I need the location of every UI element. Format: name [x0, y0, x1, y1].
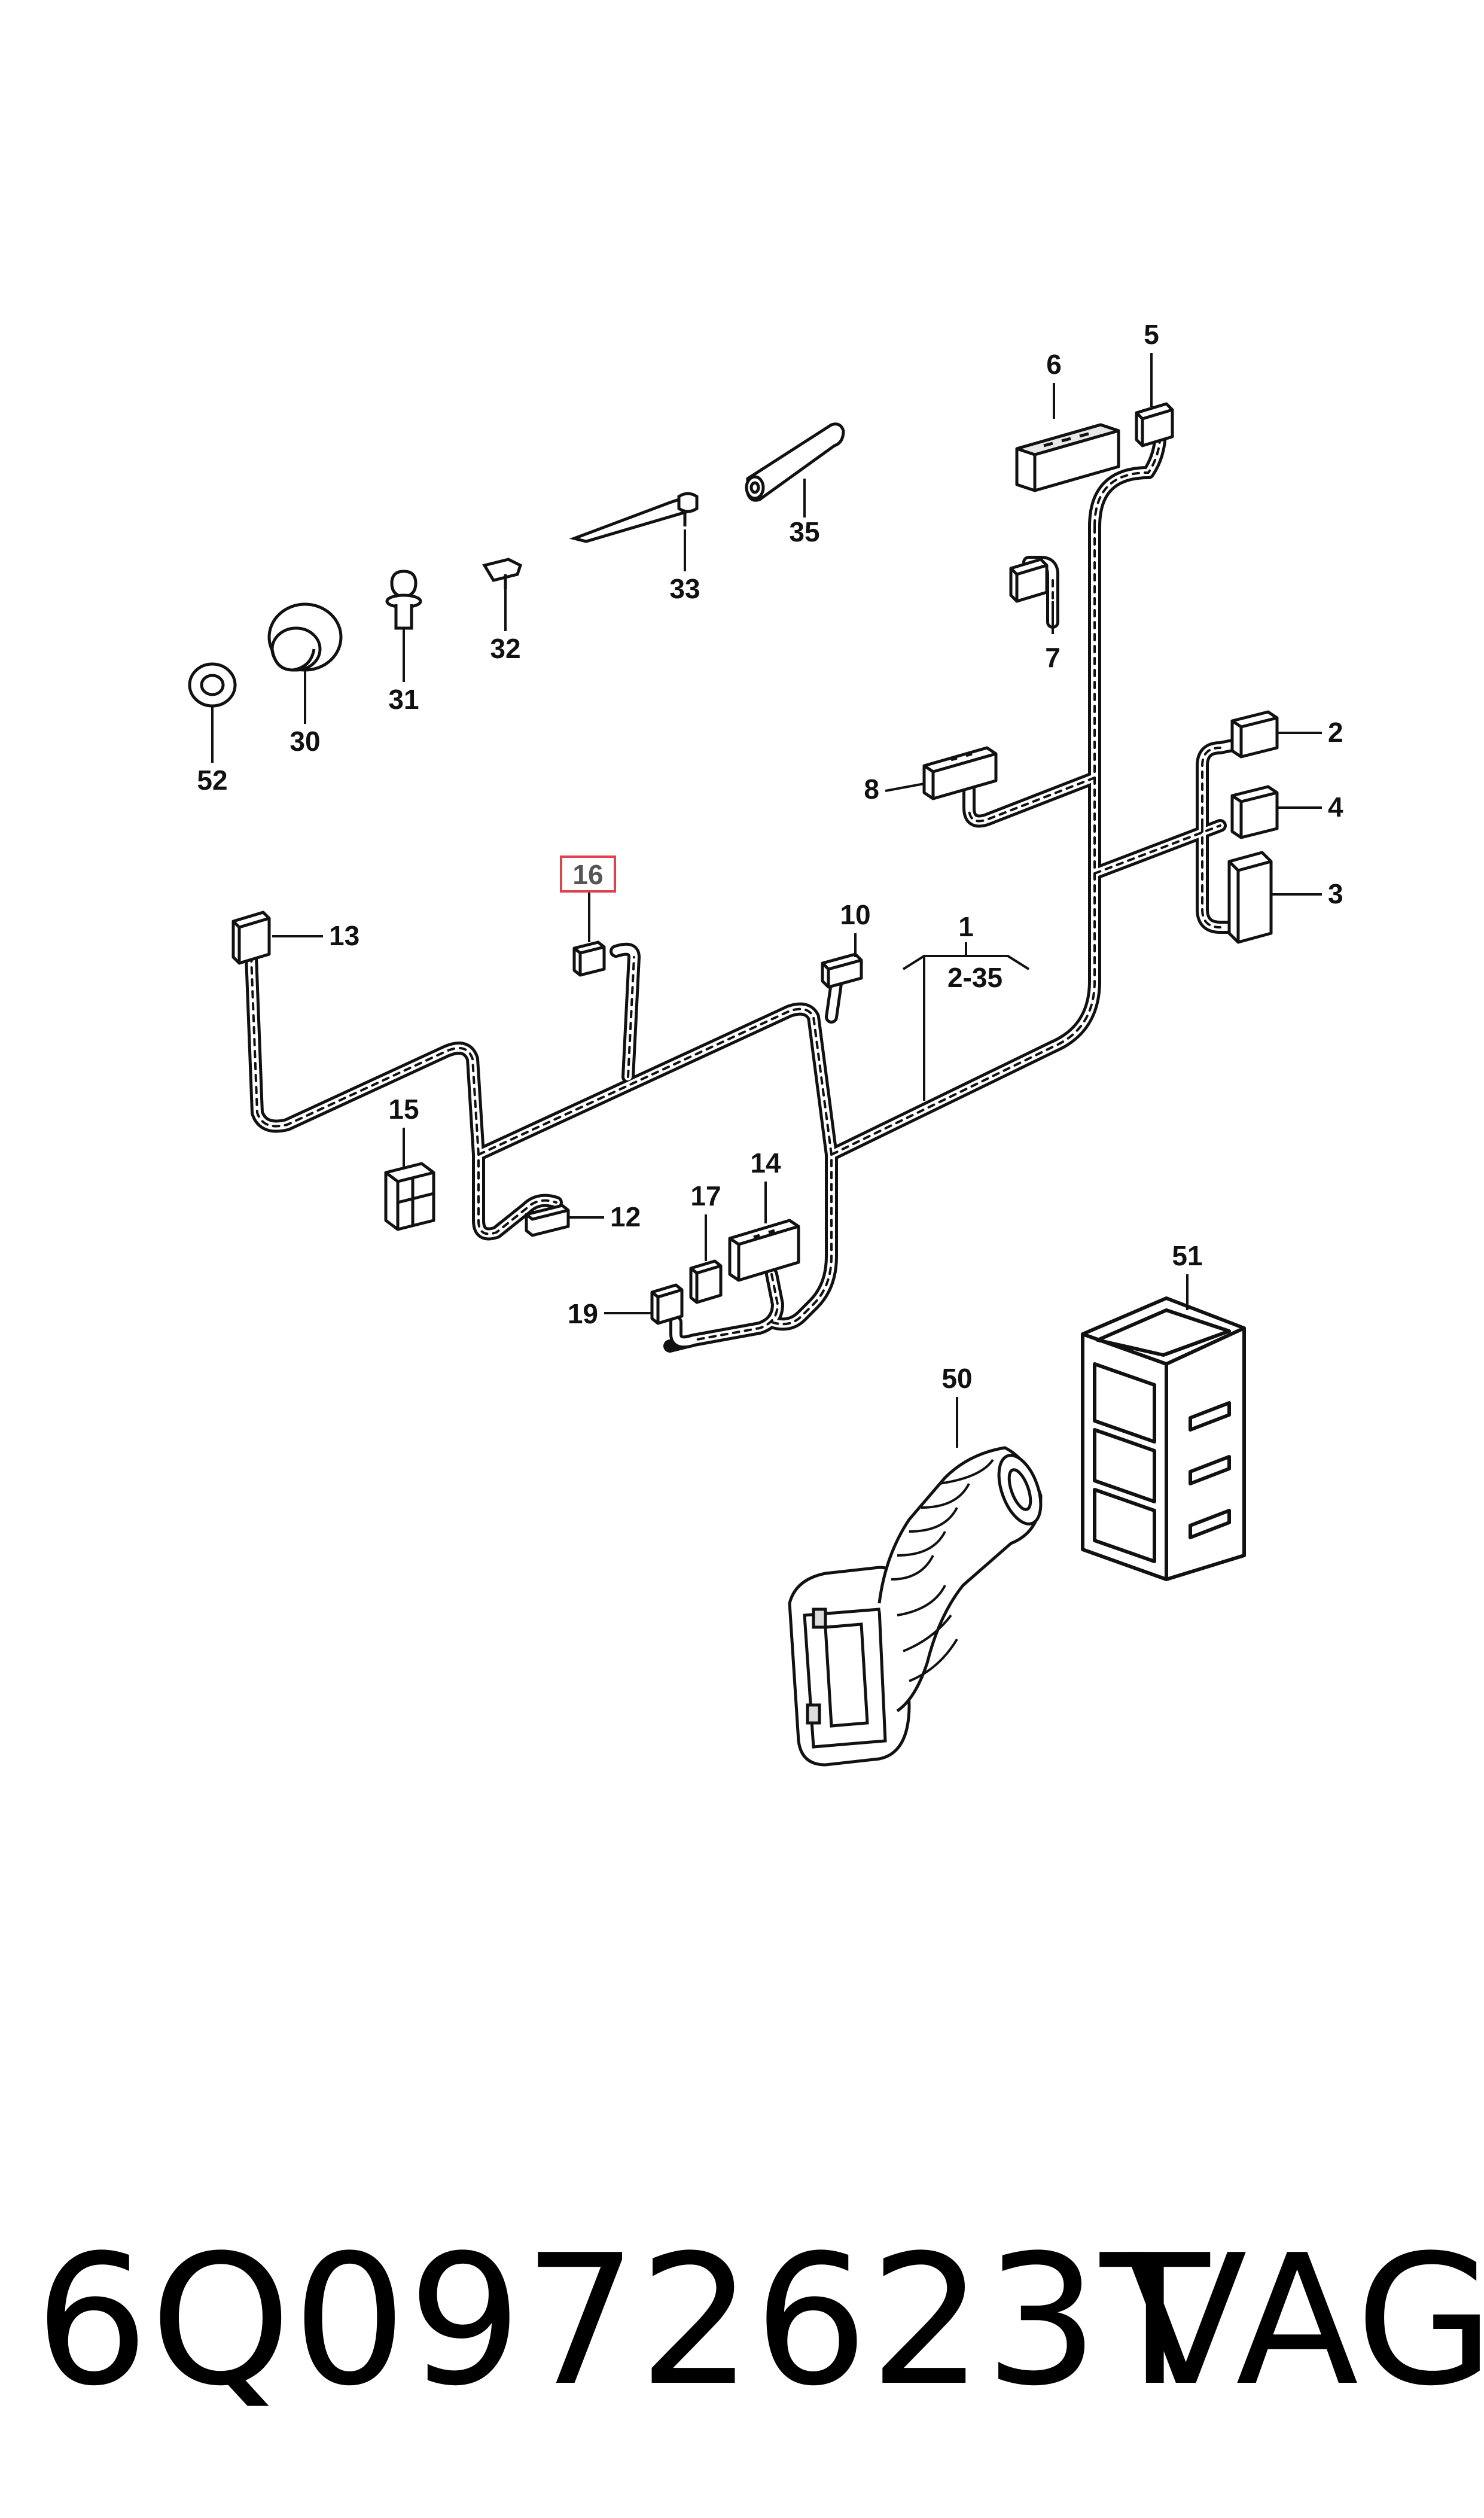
- connector-5: [1135, 402, 1174, 447]
- connector-10: [821, 952, 863, 989]
- callout-33: 33: [669, 573, 700, 604]
- connector-12: [525, 1204, 570, 1237]
- callout-30: 30: [290, 726, 320, 757]
- connector-6: [1015, 423, 1120, 492]
- part-number: 6Q0972623T: [35, 2216, 1211, 2425]
- part-35-tube: [745, 422, 845, 502]
- connectors: [231, 402, 1279, 1325]
- callout-labels: 6 5 7 8 2 4 3 1 2-35 10 13 16 15 12 14 1…: [197, 319, 1343, 1394]
- callout-5: 5: [1144, 319, 1159, 350]
- connector-2: [1230, 710, 1279, 759]
- leader-lines: [211, 353, 1322, 1448]
- connector-19: [650, 1283, 684, 1325]
- callout-13: 13: [329, 920, 359, 951]
- highlight-box-16: [560, 855, 616, 893]
- callout-10: 10: [840, 899, 870, 930]
- part-31-push-pin: [385, 570, 422, 630]
- callout-12: 12: [610, 1201, 641, 1232]
- connector-7: [1009, 558, 1049, 603]
- connector-3: [1227, 851, 1273, 944]
- part-30-grommet: [267, 602, 343, 672]
- connector-16: [572, 940, 606, 977]
- wiring-harness-diagram: 6 5 7 8 2 4 3 1 2-35 10 13 16 15 12 14 1…: [188, 319, 1343, 1767]
- callout-16: 16: [572, 859, 603, 890]
- callout-8: 8: [864, 774, 879, 805]
- connector-4: [1230, 785, 1279, 839]
- part-50-boot: [788, 1446, 1043, 1767]
- connector-8: [922, 746, 998, 800]
- part-32-clip: [482, 558, 523, 589]
- callout-52: 52: [197, 765, 227, 796]
- callout-7: 7: [1045, 642, 1061, 673]
- callout-15: 15: [388, 1094, 419, 1125]
- callout-2: 2: [1328, 717, 1343, 748]
- callout-6: 6: [1046, 349, 1062, 380]
- small-parts: [188, 422, 845, 708]
- callout-35: 35: [789, 516, 819, 547]
- callout-4: 4: [1328, 791, 1343, 823]
- brand-name: VAG: [1125, 2216, 1484, 2425]
- connector-15: [384, 1162, 435, 1231]
- callout-32: 32: [490, 633, 520, 664]
- callout-14: 14: [750, 1147, 781, 1179]
- callout-50: 50: [941, 1363, 972, 1394]
- part-52-grommet: [188, 662, 237, 708]
- connector-14: [728, 1219, 800, 1282]
- callout-3: 3: [1328, 878, 1343, 909]
- connector-13: [231, 911, 271, 965]
- harness-cables: [245, 424, 1257, 1353]
- callout-17: 17: [690, 1180, 721, 1211]
- connector-17: [689, 1259, 723, 1304]
- callout-1: 1: [958, 911, 974, 942]
- part-51-relay-carrier: [1081, 1296, 1246, 1581]
- callout-1-range: 2-35: [947, 962, 1002, 993]
- part-33-cable-tie: [569, 492, 699, 543]
- callout-19: 19: [568, 1298, 598, 1329]
- callout-31: 31: [388, 684, 419, 715]
- callout-51: 51: [1172, 1240, 1202, 1271]
